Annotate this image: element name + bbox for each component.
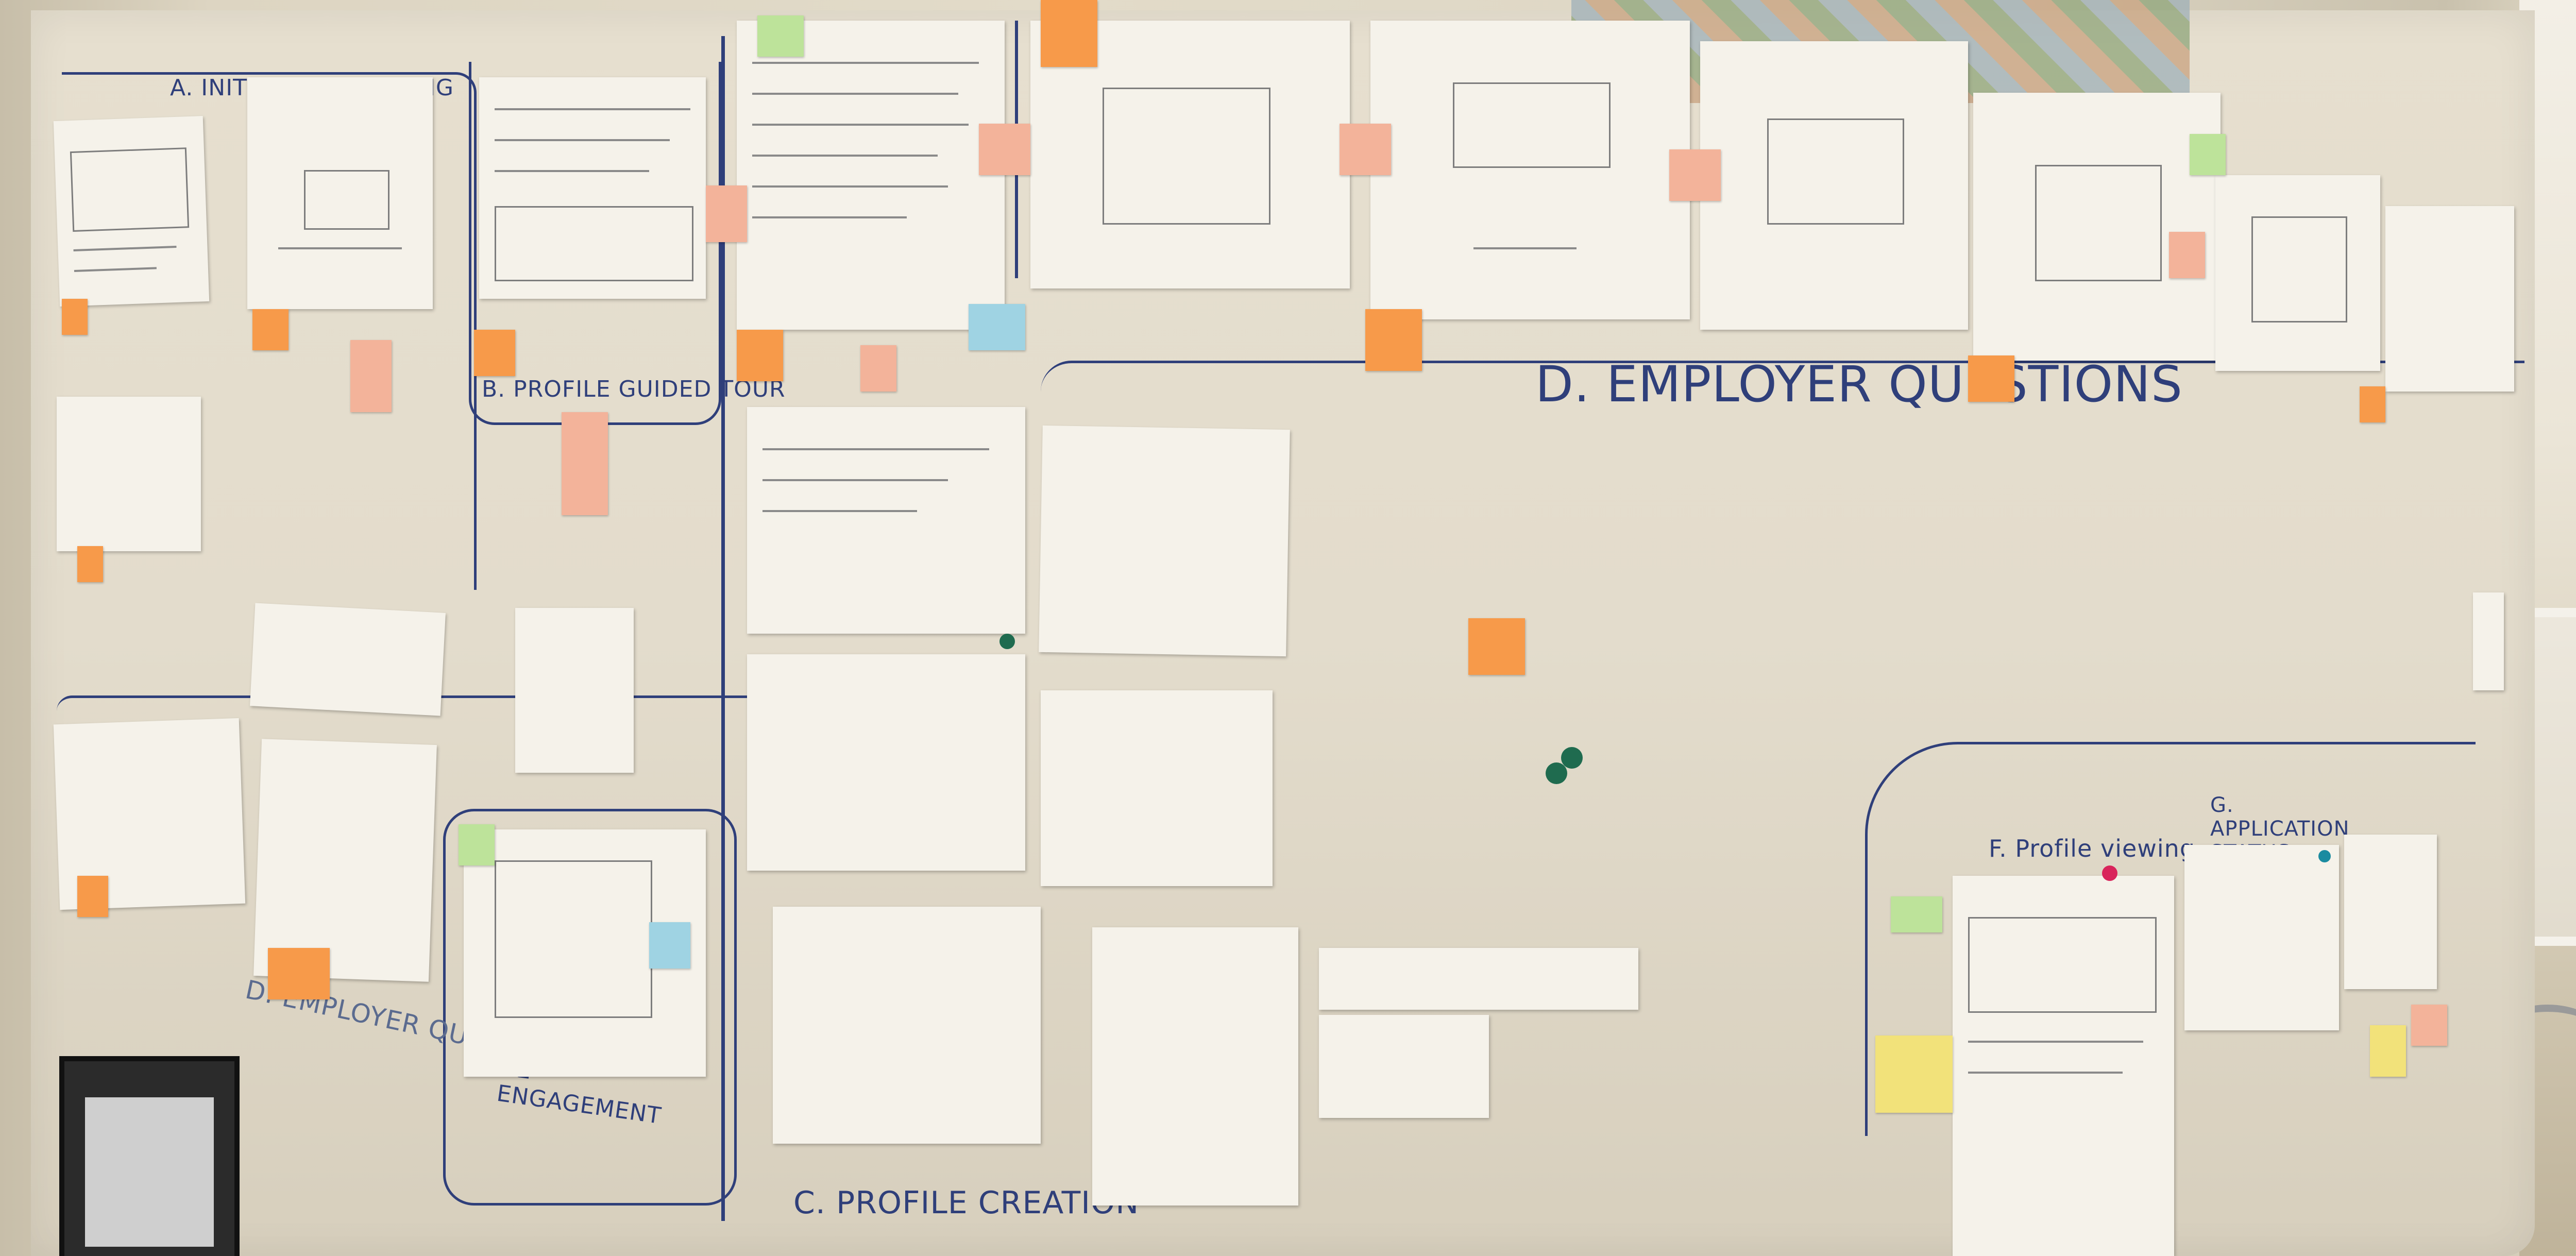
- sticky-note: [757, 15, 804, 57]
- framed-picture-content: [85, 1097, 214, 1247]
- wireframe-sheet: [1953, 876, 2174, 1256]
- sticky-note: [2169, 232, 2205, 278]
- push-pin-icon: [2102, 865, 2117, 881]
- sticky-note: [2370, 1025, 2406, 1077]
- wireframe-sheet: [1973, 93, 2221, 361]
- wireframe-sheet: [53, 116, 210, 307]
- push-pin-icon: [2318, 850, 2331, 862]
- wireframe-sheet: [515, 608, 634, 773]
- wireframe-sheet: [737, 21, 1005, 330]
- ink-line-vertical-1: [721, 36, 725, 1221]
- sticky-note: [474, 330, 515, 376]
- wireframe-sheet: [773, 907, 1041, 1144]
- wireframe-sheet: [747, 407, 1025, 634]
- push-pin-icon: [1546, 762, 1567, 784]
- wireframe-sheet: [250, 603, 446, 716]
- sticky-note: [77, 546, 103, 582]
- wireframe-sheet: [2473, 592, 2504, 690]
- wireframe-sheet: [253, 739, 437, 982]
- wireframe-sheet: [2184, 845, 2339, 1030]
- ink-line-e: [443, 809, 737, 1206]
- sticky-note: [1041, 0, 1097, 67]
- wireframe-sheet: [1319, 948, 1638, 1010]
- sticky-note: [459, 824, 495, 865]
- wireframe-sheet: [2344, 835, 2437, 989]
- sticky-note: [350, 340, 392, 412]
- push-pin-icon: [1561, 747, 1583, 769]
- section-label-f: F. Profile viewing: [1989, 835, 2196, 862]
- wireframe-sheet: [1319, 1015, 1489, 1118]
- sticky-note: [1968, 355, 2014, 402]
- wireframe-sheet: [1700, 41, 1968, 330]
- sticky-note: [1891, 896, 1942, 932]
- sticky-note: [979, 124, 1030, 175]
- sticky-note: [1669, 149, 1721, 201]
- sticky-note: [77, 876, 108, 917]
- sticky-note: [737, 330, 783, 381]
- ink-line-d: [1041, 361, 2524, 435]
- sticky-note: [268, 948, 330, 999]
- sticky-note: [860, 345, 896, 392]
- sticky-note: [562, 412, 608, 515]
- ink-line-fg: [1865, 742, 2476, 1136]
- wireframe-sheet: [2385, 206, 2514, 392]
- section-label-d-main: D. EMPLOYER QUESTIONS: [1535, 355, 2183, 413]
- push-pin-icon: [999, 634, 1015, 649]
- section-label-b: B. PROFILE GUIDED TOUR: [482, 376, 786, 402]
- wireframe-sheet: [1041, 690, 1273, 886]
- wireframe-sheet: [2215, 175, 2380, 371]
- sticky-note: [2190, 134, 2226, 175]
- sticky-note: [1365, 309, 1422, 371]
- wireframe-sheet: [247, 77, 433, 309]
- sticky-note: [649, 922, 690, 969]
- framed-picture-icon: [59, 1056, 240, 1256]
- wireframe-sheet: [1092, 927, 1298, 1206]
- wireframe-sheet: [1370, 21, 1690, 319]
- sticky-note: [2360, 386, 2385, 422]
- wireframe-sheet: [57, 397, 201, 551]
- sticky-note: [62, 299, 88, 335]
- wireframe-sheet: [479, 77, 706, 299]
- sticky-note: [252, 309, 289, 350]
- section-label-c: C. PROFILE CREATION: [793, 1185, 1140, 1221]
- wireframe-sheet: [1039, 425, 1290, 657]
- sticky-note: [969, 304, 1025, 350]
- sticky-note: [1340, 124, 1391, 175]
- wireframe-sheet: [747, 654, 1025, 871]
- sticky-note: [1468, 618, 1525, 675]
- sticky-note: [1875, 1036, 1953, 1113]
- sticky-note: [706, 185, 747, 242]
- sticky-note: [2411, 1005, 2447, 1046]
